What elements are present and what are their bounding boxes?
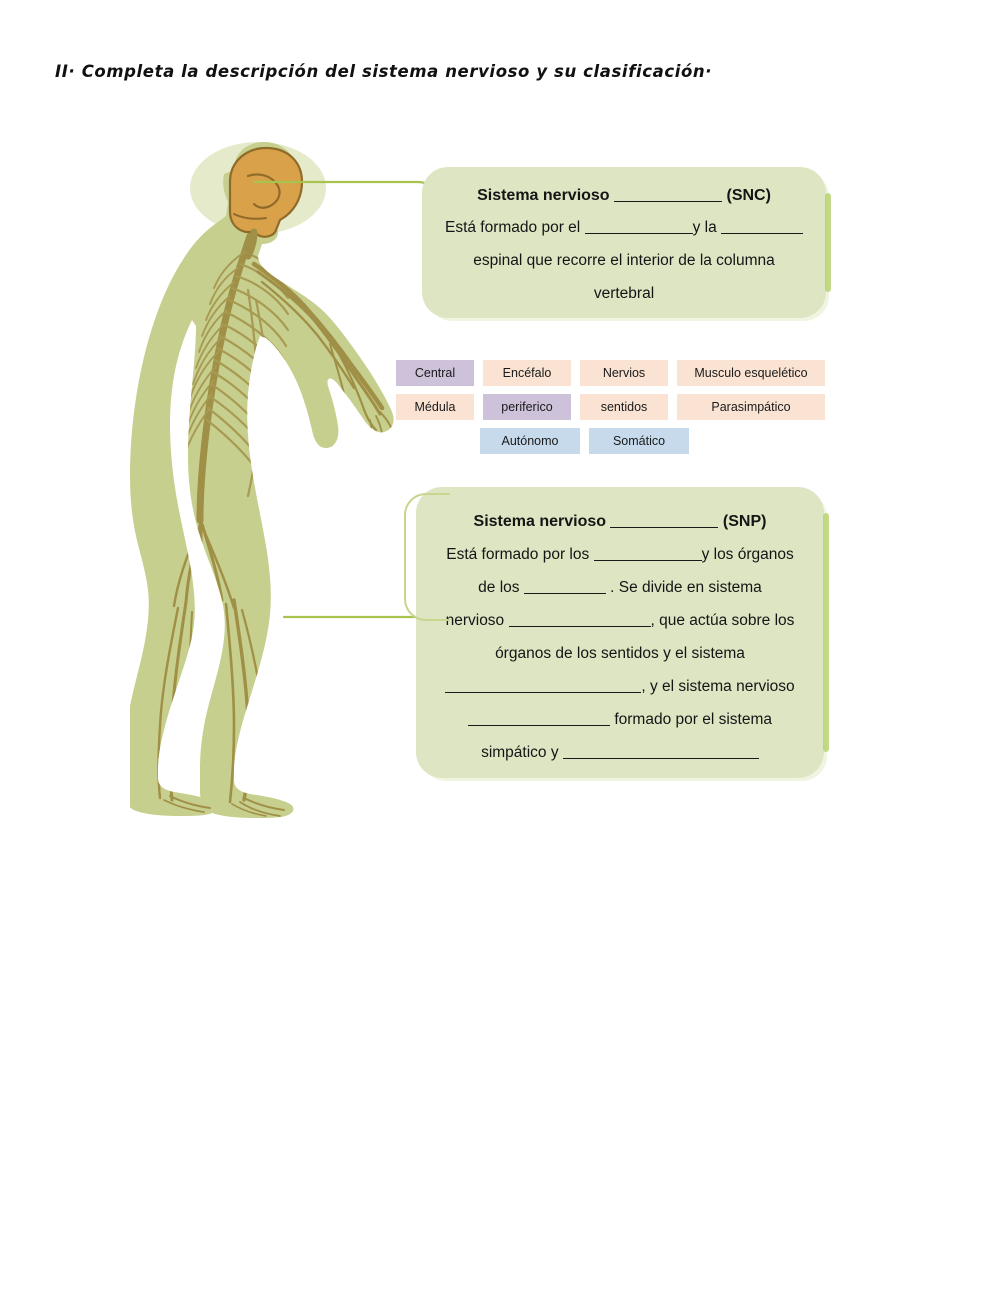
snc-blank-1[interactable]: [614, 188, 723, 202]
snp-blank-5[interactable]: [445, 679, 642, 693]
snc-blank-2[interactable]: [584, 220, 693, 234]
nervous-system-figure: [130, 140, 410, 850]
snp-heading: Sistema nervioso (SNP): [436, 505, 804, 538]
snc-line-1: Está formado por el y la: [444, 211, 804, 244]
snp-line3-b: , que actúa sobre los: [650, 612, 795, 629]
snp-blank-4[interactable]: [508, 613, 651, 627]
snp-blank-3[interactable]: [523, 580, 606, 594]
snc-heading: Sistema nervioso (SNC): [444, 181, 804, 211]
word-tag-sentidos[interactable]: sentidos: [580, 394, 668, 420]
snp-line3-a: nervioso: [445, 612, 505, 629]
snp-line5-b: , y el sistema nervioso: [641, 678, 795, 695]
word-tag-encefalo[interactable]: Encéfalo: [483, 360, 571, 386]
snc-line1-b: y la: [692, 219, 717, 236]
word-tag-nervios[interactable]: Nervios: [580, 360, 668, 386]
snp-line7-a: simpático y: [481, 744, 559, 761]
snp-blank-6[interactable]: [468, 712, 611, 726]
snp-line-1: Está formado por los y los órganos: [436, 538, 804, 571]
snp-line-4: órganos de los sentidos y el sistema: [495, 645, 745, 662]
word-tag-central[interactable]: Central: [396, 360, 474, 386]
snp-text-box: Sistema nervioso (SNP) Está formado por …: [404, 487, 829, 778]
page-title: II· Completa la descripción del sistema …: [55, 62, 713, 81]
word-bank-row: Central Encéfalo Nervios Musculo esquelé…: [396, 360, 825, 386]
snp-line-3: nervioso , que actúa sobre los: [436, 604, 804, 637]
snp-line-7: simpático y: [436, 736, 804, 769]
snp-line-6: formado por el sistema: [436, 703, 804, 736]
snp-blank-2[interactable]: [593, 547, 702, 561]
word-bank: Central Encéfalo Nervios Musculo esquelé…: [396, 360, 825, 462]
snc-heading-before: Sistema nervioso: [477, 187, 610, 204]
snp-heading-after: (SNP): [722, 513, 767, 530]
snp-line-2: de los . Se divide en sistema: [436, 571, 804, 604]
snp-line1-b: y los órganos: [701, 546, 794, 563]
snp-line2-a: de los: [478, 579, 520, 596]
figure-body-silhouette: [130, 142, 394, 818]
snc-line-2: espinal que recorre el interior de la co…: [473, 252, 775, 269]
snp-line1-a: Está formado por los: [446, 546, 590, 563]
word-tag-periferico[interactable]: periferico: [483, 394, 571, 420]
snc-blank-3[interactable]: [721, 220, 803, 234]
snp-blank-7[interactable]: [562, 745, 759, 759]
snp-line6-b: formado por el sistema: [614, 711, 772, 728]
snc-heading-after: (SNC): [726, 187, 771, 204]
word-tag-parasimpatico[interactable]: Parasimpático: [677, 394, 825, 420]
snc-line1-a: Está formado por el: [444, 219, 581, 236]
word-tag-autonomo[interactable]: Autónomo: [480, 428, 580, 454]
brain-icon: [228, 146, 304, 260]
snp-heading-before: Sistema nervioso: [473, 513, 607, 530]
snp-line2-b: . Se divide en sistema: [610, 579, 762, 596]
snp-blank-1[interactable]: [610, 514, 719, 528]
word-tag-musculo-esqueletico[interactable]: Musculo esquelético: [677, 360, 825, 386]
word-tag-medula[interactable]: Médula: [396, 394, 474, 420]
connector-line-snc: [252, 170, 442, 230]
snp-line-5: , y el sistema nervioso: [436, 670, 804, 703]
figure-peripheral-nerves: [157, 232, 393, 817]
word-bank-row: Autónomo Somático: [396, 428, 820, 454]
word-bank-row: Médula periferico sentidos Parasimpático: [396, 394, 825, 420]
snc-line-3: vertebral: [593, 285, 655, 302]
snc-text-box: Sistema nervioso (SNC) Está formado por …: [422, 167, 831, 318]
word-tag-somatico[interactable]: Somático: [589, 428, 689, 454]
